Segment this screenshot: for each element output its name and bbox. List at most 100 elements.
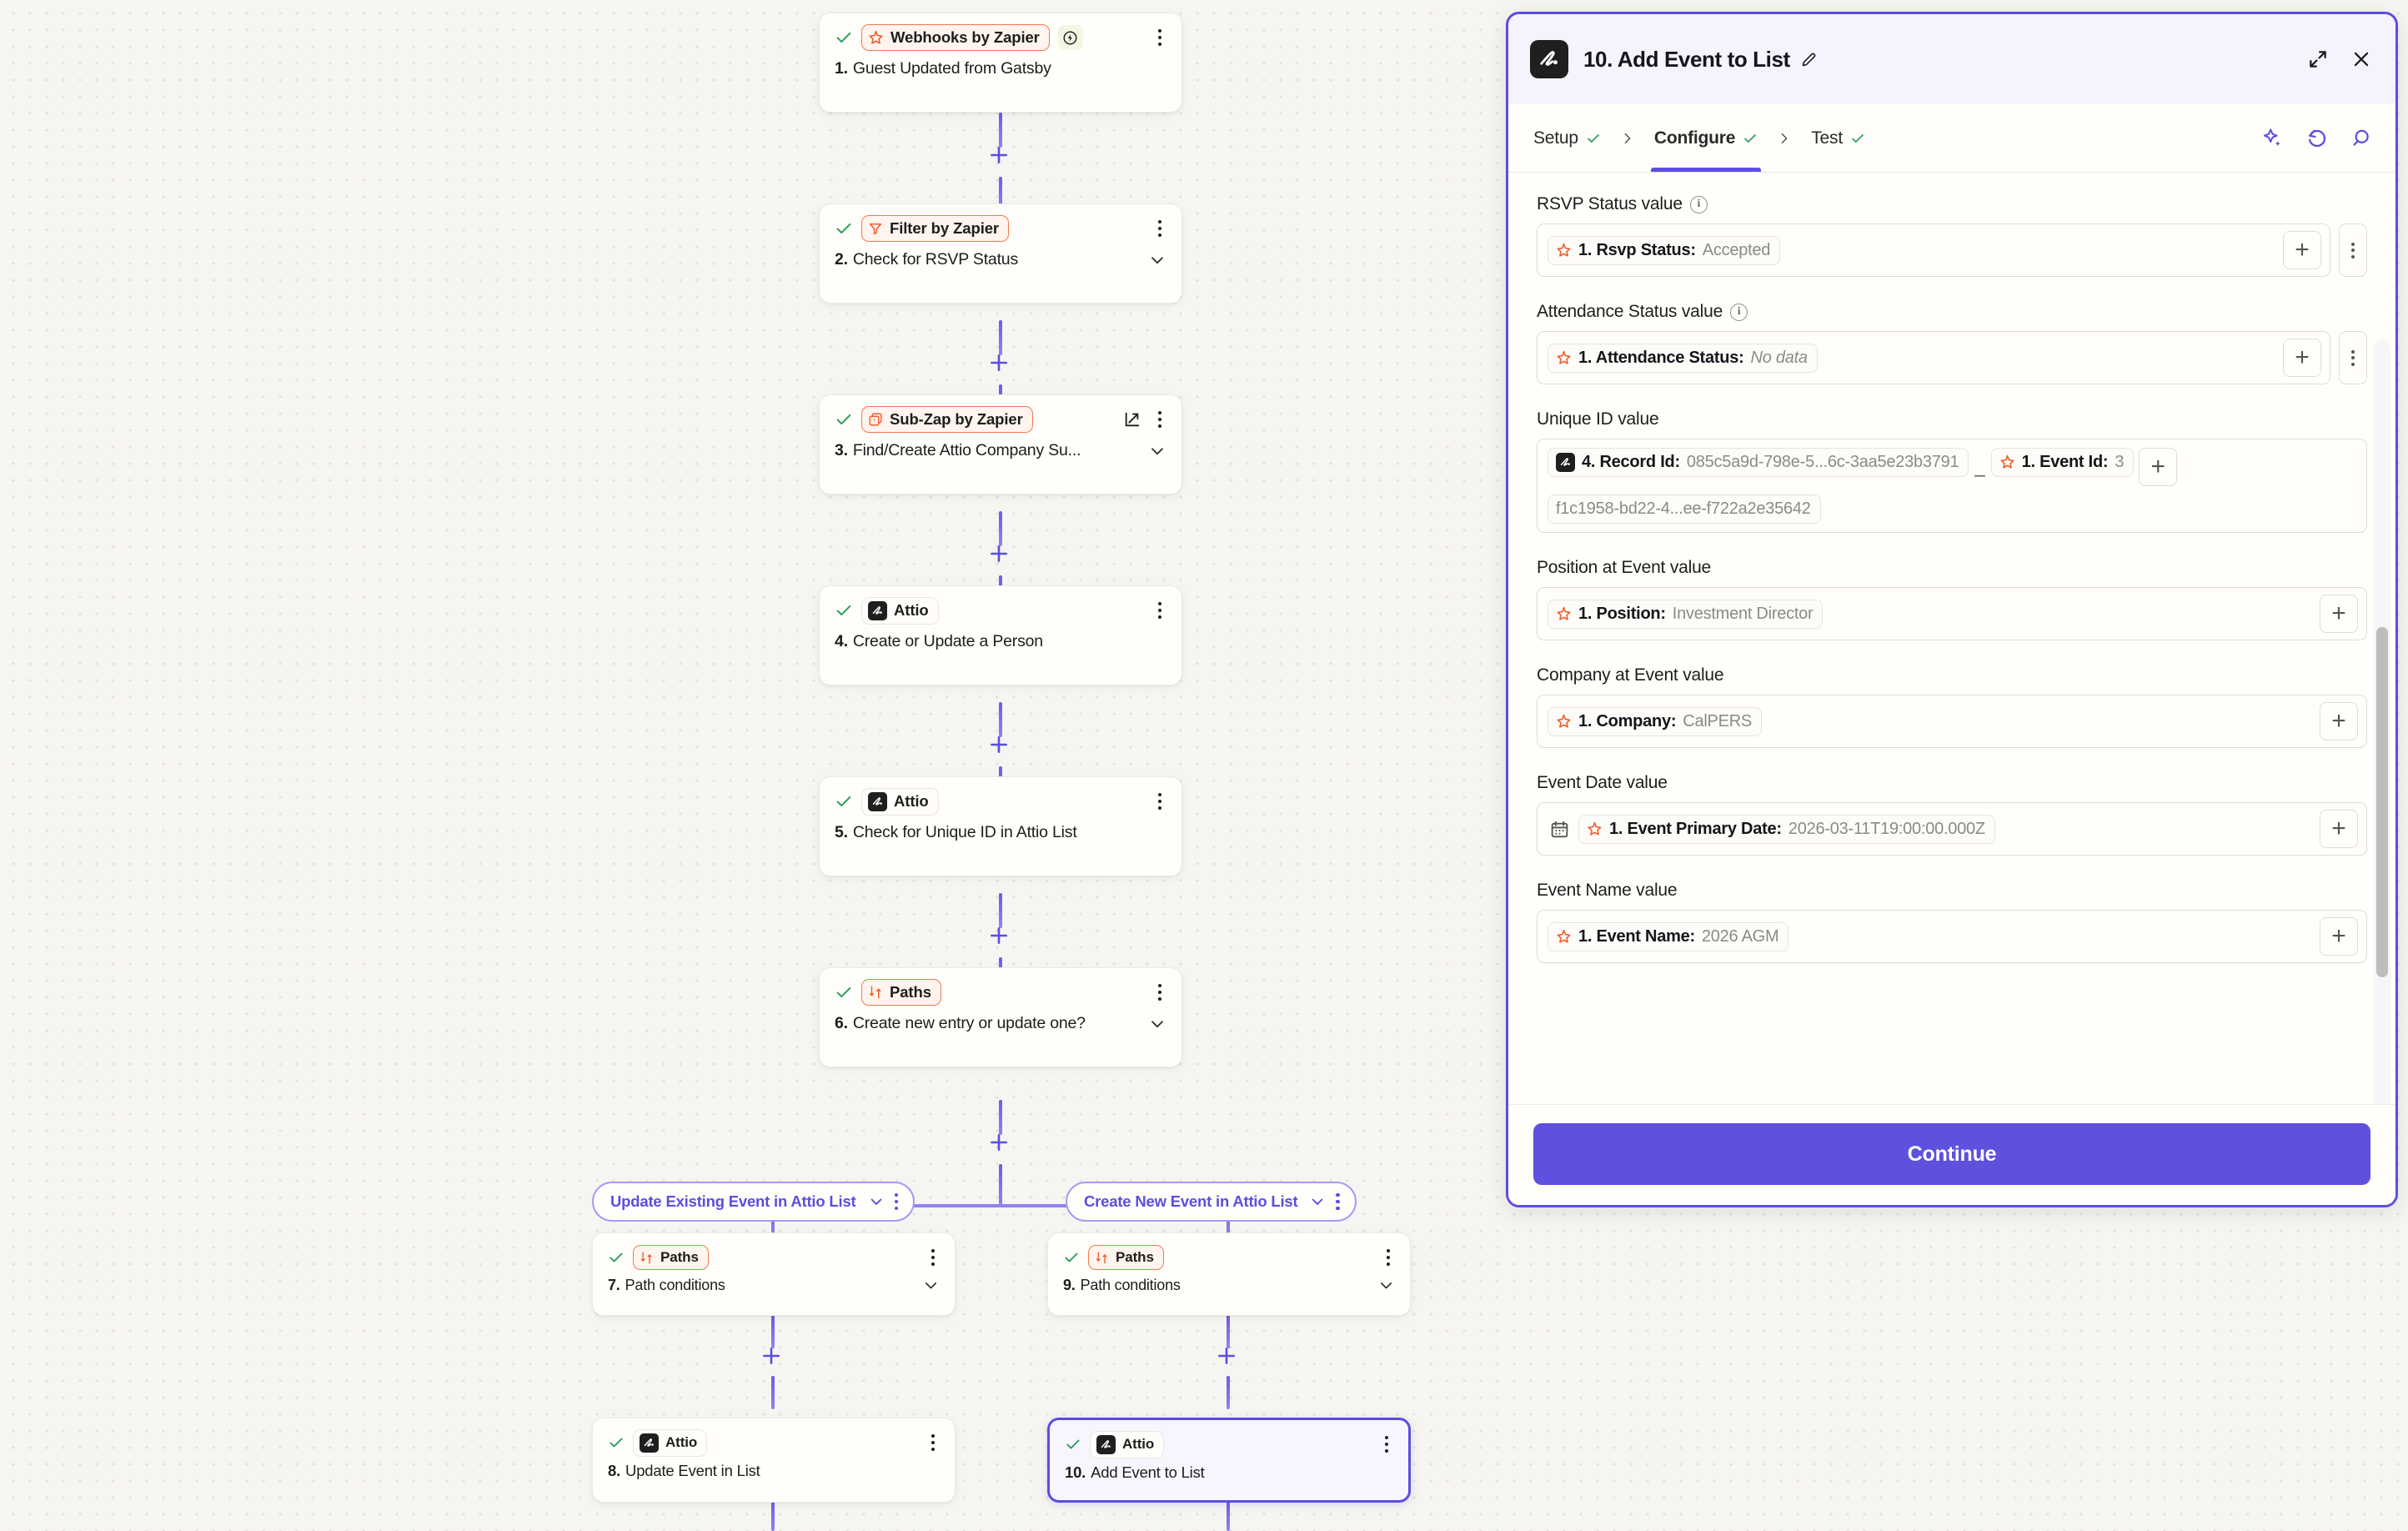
- step-node-9[interactable]: Paths 9. Path conditions: [1047, 1232, 1411, 1316]
- path-menu-button[interactable]: [1331, 1190, 1345, 1214]
- app-pill-label: Attio: [894, 792, 929, 810]
- add-step-button-5[interactable]: [988, 925, 1010, 946]
- step-node-1[interactable]: Webhooks by Zapier 1. Guest Updated from…: [819, 13, 1182, 113]
- event-date-input[interactable]: 1. Event Primary Date: 2026-03-11T19:00:…: [1537, 802, 2367, 856]
- add-field-button[interactable]: +: [2139, 448, 2178, 486]
- paths-icon: [868, 985, 883, 1000]
- node-menu-button[interactable]: [1153, 408, 1167, 432]
- chevron-down-icon[interactable]: [1309, 1193, 1326, 1210]
- search-icon[interactable]: [2350, 127, 2372, 149]
- pencil-icon[interactable]: [1800, 51, 1818, 68]
- add-step-button-4[interactable]: [988, 734, 1010, 755]
- event-name-input[interactable]: 1. Event Name: 2026 AGM +: [1537, 910, 2367, 963]
- step-title-2: 2. Check for RSVP Status: [835, 250, 1166, 269]
- step-title-10: 10. Add Event to List: [1065, 1463, 1393, 1482]
- chevron-down-icon[interactable]: [1140, 442, 1166, 460]
- add-field-button[interactable]: +: [2320, 917, 2358, 956]
- step-node-4[interactable]: Attio 4. Create or Update a Person: [819, 585, 1182, 685]
- step-node-5[interactable]: Attio 5. Check for Unique ID in Attio Li…: [819, 776, 1182, 876]
- step-node-7[interactable]: Paths 7. Path conditions: [592, 1232, 956, 1316]
- tab-label: Configure: [1653, 128, 1736, 148]
- add-step-button-3[interactable]: [988, 543, 1010, 565]
- add-step-button-6[interactable]: [988, 1132, 1010, 1153]
- data-token[interactable]: 1. Position: Investment Director: [1548, 599, 1824, 629]
- data-token[interactable]: 4. Record Id: 085c5a9d-798e-5...6c-3aa5e…: [1548, 448, 1969, 477]
- chevron-down-icon[interactable]: [1369, 1277, 1395, 1294]
- chevron-down-icon[interactable]: [1140, 251, 1166, 269]
- node-menu-button[interactable]: [1153, 26, 1167, 50]
- company-input[interactable]: 1. Company: CalPERS +: [1537, 695, 2367, 748]
- add-step-button-9[interactable]: [1216, 1345, 1237, 1367]
- calendar-icon[interactable]: [1548, 819, 1573, 840]
- position-input[interactable]: 1. Position: Investment Director +: [1537, 587, 2367, 640]
- continue-button[interactable]: Continue: [1533, 1123, 2370, 1185]
- app-pill-attio: Attio: [861, 596, 939, 625]
- node-menu-button[interactable]: [1382, 1246, 1396, 1270]
- chevron-down-icon[interactable]: [868, 1193, 885, 1210]
- path-label-text: Update Existing Event in Attio List: [610, 1192, 856, 1210]
- info-icon[interactable]: i: [1689, 195, 1708, 213]
- close-icon[interactable]: [2350, 48, 2372, 70]
- field-menu-button[interactable]: [2339, 223, 2367, 277]
- rsvp-status-input[interactable]: 1. Rsvp Status: Accepted +: [1537, 223, 2330, 277]
- step-number: 5.: [835, 823, 848, 841]
- step-number: 1.: [835, 59, 848, 78]
- node-menu-button[interactable]: [1153, 790, 1167, 814]
- path-menu-button[interactable]: [890, 1190, 904, 1214]
- node-menu-button[interactable]: [926, 1246, 941, 1270]
- data-token[interactable]: 1. Company: CalPERS: [1548, 706, 1763, 736]
- token-label: 4. Record Id:: [1582, 453, 1680, 471]
- data-token[interactable]: 1. Attendance Status: No data: [1548, 343, 1818, 373]
- add-field-button[interactable]: +: [2283, 231, 2321, 269]
- data-token[interactable]: 1. Event Primary Date: 2026-03-11T19:00:…: [1578, 814, 1995, 844]
- node-menu-button[interactable]: [1153, 217, 1167, 241]
- path-label-update-existing[interactable]: Update Existing Event in Attio List: [592, 1182, 916, 1222]
- step-node-6[interactable]: Paths 6. Create new entry or update one?: [819, 967, 1182, 1067]
- node-menu-button[interactable]: [1153, 981, 1167, 1005]
- add-step-button-7[interactable]: [760, 1345, 782, 1367]
- add-field-button[interactable]: +: [2283, 339, 2321, 377]
- connector-5-6: [999, 893, 1002, 928]
- node-menu-button[interactable]: [1153, 599, 1167, 623]
- step-node-8[interactable]: Attio 8. Update Event in List: [592, 1418, 956, 1503]
- chevron-down-icon[interactable]: [1140, 1015, 1166, 1033]
- history-undo-icon[interactable]: [2305, 127, 2328, 149]
- tab-setup[interactable]: Setup: [1530, 104, 1604, 172]
- data-token[interactable]: 1. Rsvp Status: Accepted: [1548, 235, 1781, 265]
- panel-scrollbar[interactable]: [2374, 339, 2390, 1104]
- chevron-down-icon[interactable]: [914, 1277, 940, 1294]
- data-token[interactable]: 1. Event Id: 3: [1990, 448, 2135, 477]
- node-menu-button[interactable]: [1380, 1433, 1394, 1457]
- step-node-10[interactable]: Attio 10. Add Event to List: [1047, 1418, 1411, 1503]
- panel-tabs[interactable]: Setup Configure Test: [1508, 104, 2395, 173]
- info-icon[interactable]: i: [1730, 303, 1748, 321]
- add-step-button-1[interactable]: [988, 144, 1010, 166]
- expand-icon[interactable]: [2307, 48, 2329, 70]
- attendance-status-input[interactable]: 1. Attendance Status: No data +: [1537, 331, 2330, 384]
- data-token[interactable]: 1. Event Name: 2026 AGM: [1548, 921, 1789, 951]
- add-step-button-2[interactable]: [988, 352, 1010, 374]
- step-config-panel[interactable]: 10. Add Event to List Setup Configure: [1506, 12, 2398, 1207]
- field-menu-button[interactable]: [2339, 331, 2367, 384]
- unique-id-input[interactable]: 4. Record Id: 085c5a9d-798e-5...6c-3aa5e…: [1537, 439, 2367, 533]
- field-label-text: RSVP Status value: [1537, 194, 1683, 213]
- step-title-3: 3. Find/Create Attio Company Su...: [835, 441, 1166, 460]
- data-token-overflow[interactable]: f1c1958-bd22-4...ee-f722a2e35642: [1548, 494, 1821, 524]
- step-node-3[interactable]: Sub-Zap by Zapier 3. Find/Create Attio C…: [819, 394, 1182, 494]
- app-pill-filter: Filter by Zapier: [861, 215, 1010, 242]
- step-check-icon: [835, 792, 853, 811]
- open-sub-zap-icon[interactable]: [1123, 410, 1141, 429]
- path-label-create-new[interactable]: Create New Event in Attio List: [1066, 1182, 1357, 1222]
- add-field-button[interactable]: +: [2320, 595, 2358, 633]
- step-node-2[interactable]: Filter by Zapier 2. Check for RSVP Statu…: [819, 203, 1182, 304]
- zapier-icon: [1556, 243, 1572, 259]
- add-field-button[interactable]: +: [2320, 810, 2358, 848]
- ai-sparkle-icon[interactable]: [2261, 127, 2284, 149]
- node-menu-button[interactable]: [926, 1431, 941, 1455]
- panel-scrollbar-thumb[interactable]: [2376, 627, 2388, 977]
- step-title-text: Path conditions: [625, 1277, 725, 1293]
- add-field-button[interactable]: +: [2320, 702, 2358, 740]
- tab-test[interactable]: Test: [1808, 104, 1869, 172]
- tab-configure[interactable]: Configure: [1650, 104, 1762, 172]
- panel-form-body[interactable]: RSVP Status value i 1. Rsvp Status: Acce…: [1508, 173, 2395, 1104]
